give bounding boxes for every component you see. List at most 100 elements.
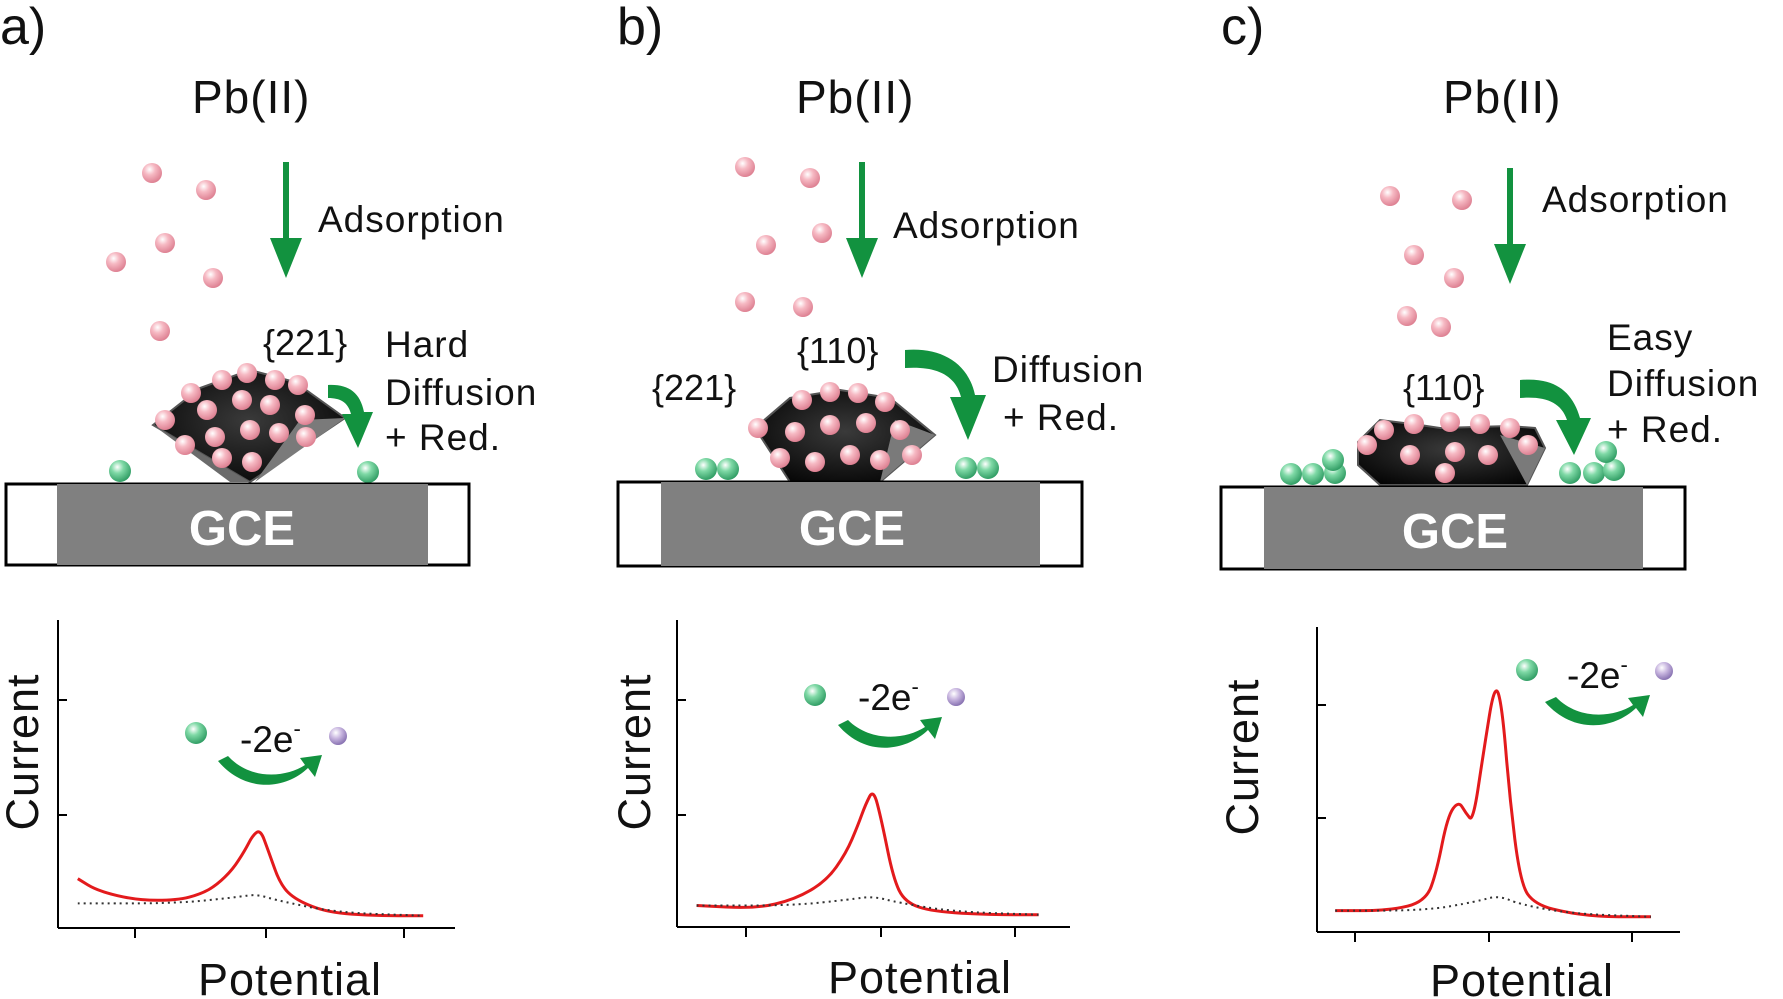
- pb-ion: [269, 423, 289, 443]
- chart-a: Current Potential: [0, 620, 455, 999]
- pb-ion: [748, 418, 768, 438]
- pb-ion: [237, 363, 257, 383]
- stripping-series-line: [696, 792, 1039, 917]
- y-axis-title: Current: [609, 673, 660, 830]
- deposited-pb: [109, 460, 379, 483]
- pb-ion: [890, 420, 910, 440]
- pb-ion: [770, 448, 790, 468]
- pb-ion: [820, 415, 840, 435]
- electrode: GCE: [1219, 485, 1687, 571]
- pb-ion: [1357, 435, 1377, 455]
- baseline-series-line: [77, 894, 424, 917]
- pb-ion: [820, 382, 840, 402]
- pb-ion: [260, 395, 280, 415]
- deposited-pb: [1280, 441, 1625, 485]
- adsorption-arrow: [1494, 168, 1526, 284]
- pb-ion: [197, 400, 217, 420]
- pb-product: [947, 688, 965, 706]
- facet-label: {221}: [652, 367, 736, 408]
- pb-ion: [288, 375, 308, 395]
- process-label-line2: Diffusion: [1607, 363, 1759, 404]
- pb-deposit: [1583, 462, 1605, 484]
- pb-ion: [1444, 268, 1464, 288]
- process-label-line3: + Red.: [385, 417, 501, 458]
- pb-ion: [1404, 245, 1424, 265]
- panel-c: c) Pb(II) Adsorption {110} Easy Diffusio…: [1217, 0, 1759, 999]
- solution-ions: [1380, 186, 1472, 337]
- pb-ion: [1470, 414, 1490, 434]
- pb-deposit: [1280, 463, 1302, 485]
- pb-ion: [240, 420, 260, 440]
- electron-transfer-label: -2e-: [858, 674, 919, 718]
- pb-deposit: [1322, 449, 1344, 471]
- pb-ion: [735, 292, 755, 312]
- pb-ion: [242, 452, 262, 472]
- facet-label: {110}: [797, 330, 878, 371]
- pb-ion: [805, 452, 825, 472]
- pb-ion: [848, 383, 868, 403]
- chart-b: Current Potential: [609, 620, 1070, 999]
- y-axis-title: Current: [0, 673, 48, 830]
- pb-deposit: [977, 457, 999, 479]
- stripping-series-line: [77, 830, 424, 918]
- pb-deposit: [717, 458, 739, 480]
- pb-ion: [1440, 412, 1460, 432]
- adsorption-label: Adsorption: [1542, 179, 1729, 220]
- pb-ion: [196, 180, 216, 200]
- y-axis-title: Current: [1217, 678, 1268, 835]
- pb-ion: [1404, 414, 1424, 434]
- pb-ion: [1397, 306, 1417, 326]
- process-label-line2: + Red.: [1003, 397, 1119, 438]
- x-axis-title: Potential: [198, 954, 382, 999]
- species-label: Pb(II): [796, 71, 914, 123]
- pb-ion: [295, 405, 315, 425]
- adsorption-label: Adsorption: [318, 199, 505, 240]
- pb-ion: [155, 410, 175, 430]
- x-axis-title: Potential: [828, 952, 1012, 999]
- pb-ion: [793, 297, 813, 317]
- adsorption-arrow: [846, 162, 878, 278]
- facet-label: {221}: [263, 322, 347, 363]
- pb-ion: [142, 163, 162, 183]
- adsorption-label: Adsorption: [893, 205, 1080, 246]
- pb-ion: [232, 390, 252, 410]
- adsorbed-ions: [748, 382, 922, 472]
- pb-deposit: [109, 460, 131, 482]
- pb-product: [329, 727, 347, 745]
- pb-deposit: [357, 461, 379, 483]
- pb-ion: [785, 422, 805, 442]
- x-axis-title: Potential: [1430, 955, 1614, 999]
- diffusion-arrow: [328, 384, 373, 448]
- pb-deposit: [1595, 441, 1617, 463]
- plot-area: [676, 620, 1070, 937]
- panel-a: a) Pb(II) Adsorption {221} Hard Diffusio…: [0, 0, 536, 999]
- pb-ion: [1400, 445, 1420, 465]
- pb-ion: [212, 370, 232, 390]
- electron-transfer: -2e-: [1516, 652, 1673, 726]
- plot-area: [1316, 627, 1680, 942]
- solution-ions: [735, 157, 832, 317]
- diffusion-arrow: [905, 349, 986, 440]
- electron-transfer-label: -2e-: [1567, 652, 1628, 696]
- adsorbed-ions: [155, 363, 316, 472]
- pb-ion: [150, 321, 170, 341]
- pb-ion: [812, 223, 832, 243]
- transfer-arrow: [838, 717, 942, 748]
- pb-ion: [175, 435, 195, 455]
- process-label-line1: Hard: [385, 324, 469, 365]
- pb-ion: [1452, 190, 1472, 210]
- pb-deposit: [1559, 462, 1581, 484]
- pb-ion: [1445, 442, 1465, 462]
- pb-ion: [1518, 435, 1538, 455]
- process-label-line1: Easy: [1607, 317, 1693, 358]
- chart-c: Current Potential: [1217, 627, 1680, 999]
- pb-ion: [856, 413, 876, 433]
- pb-deposit: [185, 722, 207, 744]
- pb-ion: [735, 157, 755, 177]
- pb-ion: [870, 450, 890, 470]
- electrode: GCE: [616, 480, 1084, 568]
- panel-letter: c): [1221, 0, 1264, 56]
- pb-ion: [205, 427, 225, 447]
- electrode-label: GCE: [189, 502, 295, 556]
